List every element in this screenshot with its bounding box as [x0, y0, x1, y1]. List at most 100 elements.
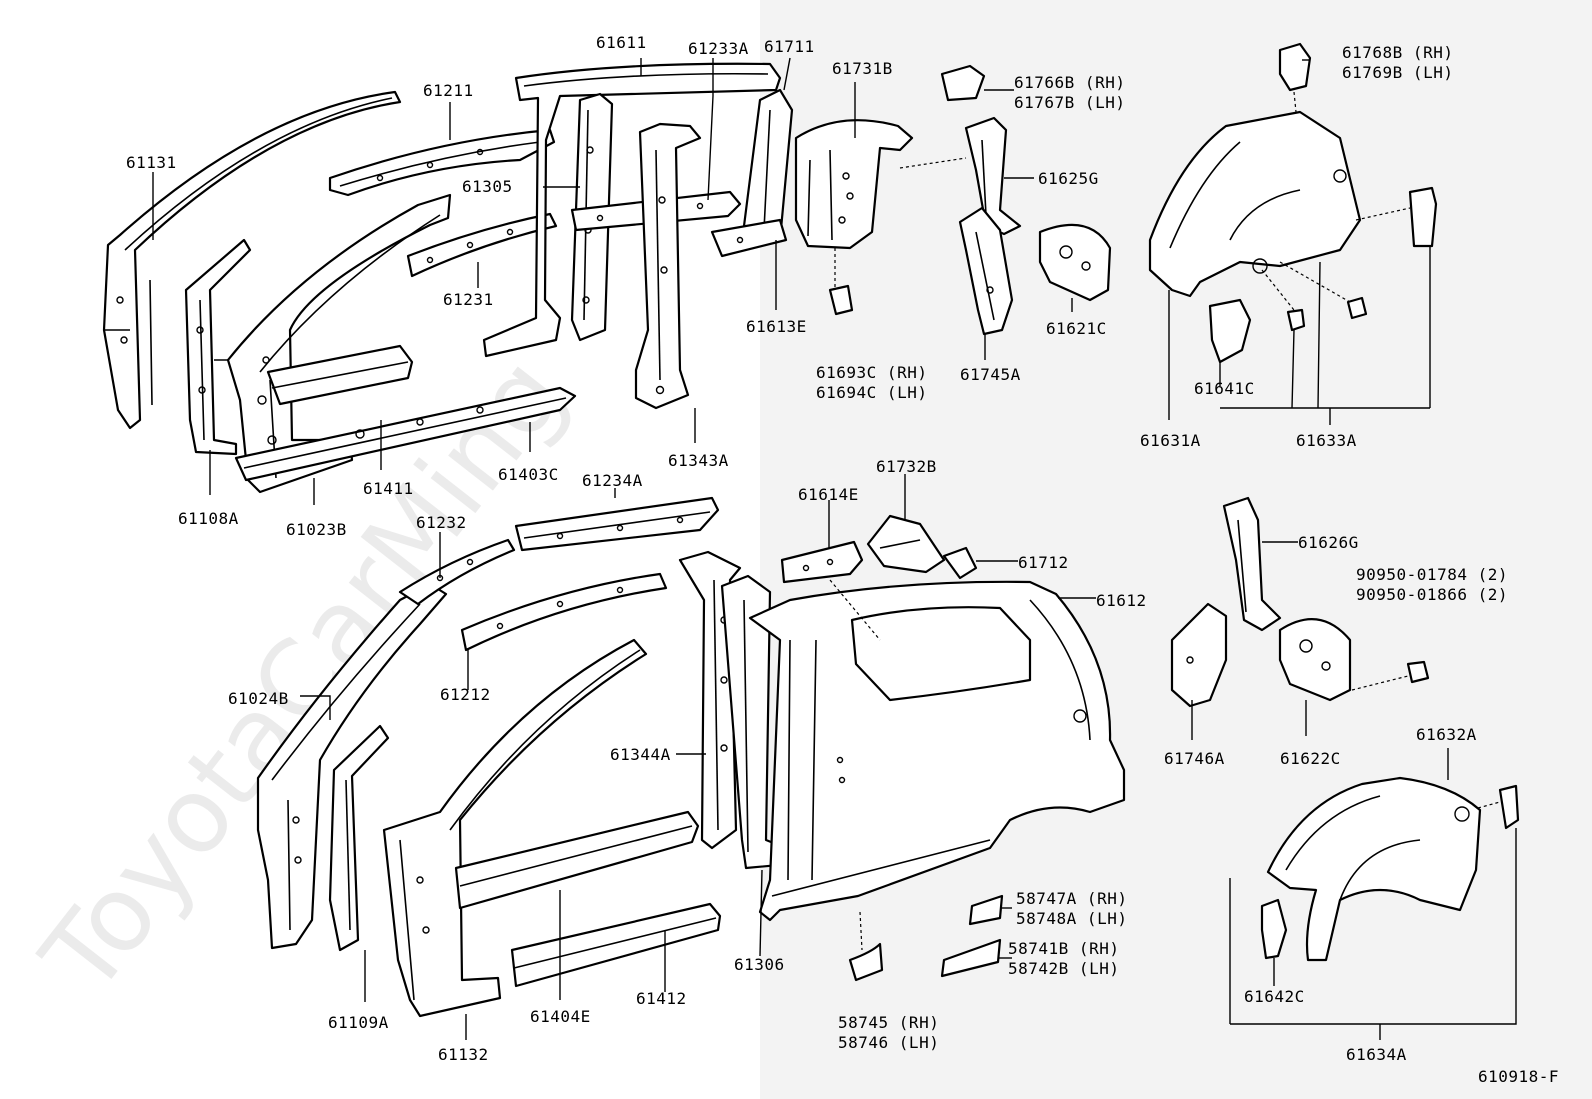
- part-61343A-center-pillar-lower[interactable]: [634, 122, 702, 410]
- label-61614E[interactable]: 61614E: [798, 485, 859, 504]
- part-61611-side-member-outer-upper[interactable]: [482, 62, 782, 358]
- label-61768B[interactable]: 61768B (RH): [1342, 43, 1453, 62]
- label-61023B[interactable]: 61023B: [286, 520, 347, 539]
- label-58741B[interactable]: 58741B (RH): [1008, 939, 1119, 958]
- label-61404E[interactable]: 61404E: [530, 1007, 591, 1026]
- part-61621C-panel[interactable]: [1038, 223, 1112, 302]
- part-61131-front-pillar-outer[interactable]: [102, 90, 402, 430]
- part-61633A-plate[interactable]: [1408, 186, 1438, 248]
- part-61024B-front-pillar-outer[interactable]: [256, 582, 448, 950]
- label-61634A[interactable]: 61634A: [1346, 1045, 1407, 1064]
- label-61306[interactable]: 61306: [734, 955, 785, 974]
- label-61632A[interactable]: 61632A: [1416, 725, 1477, 744]
- label-61693C[interactable]: 61693C (RH): [816, 363, 927, 382]
- label-61711[interactable]: 61711: [764, 37, 815, 56]
- part-90950-plug[interactable]: [1406, 660, 1430, 684]
- label-61642C[interactable]: 61642C: [1244, 987, 1305, 1006]
- part-61614E-reinforcement[interactable]: [780, 540, 864, 584]
- label-58748A[interactable]: 58748A (LH): [1016, 909, 1127, 928]
- label-61731B[interactable]: 61731B: [832, 59, 893, 78]
- part-61626G-extension[interactable]: [1222, 496, 1282, 632]
- label-61305[interactable]: 61305: [462, 177, 513, 196]
- label-61344A[interactable]: 61344A: [610, 745, 671, 764]
- label-61131[interactable]: 61131: [126, 153, 177, 172]
- part-61712-extension[interactable]: [942, 546, 978, 580]
- label-61622C[interactable]: 61622C: [1280, 749, 1341, 768]
- label-61612[interactable]: 61612: [1096, 591, 1147, 610]
- part-61212-roof-side-inner[interactable]: [460, 572, 668, 652]
- label-61631A[interactable]: 61631A: [1140, 431, 1201, 450]
- label-61769B[interactable]: 61769B (LH): [1342, 63, 1453, 82]
- part-61632A-bracket[interactable]: [1498, 784, 1520, 830]
- part-61622C-panel[interactable]: [1278, 618, 1352, 702]
- part-61746A-extension[interactable]: [1170, 602, 1228, 708]
- part-61768B-bracket[interactable]: [1278, 42, 1312, 92]
- part-61234A-roof-rail-reinf[interactable]: [514, 496, 720, 552]
- label-61231[interactable]: 61231: [443, 290, 494, 309]
- label-61641C[interactable]: 61641C: [1194, 379, 1255, 398]
- part-61231-roof-rail-reinforcement[interactable]: [406, 212, 558, 278]
- leader-61614E: [829, 579, 881, 641]
- label-61767B[interactable]: 61767B (LH): [1014, 93, 1125, 112]
- label-61024B[interactable]: 61024B: [228, 689, 289, 708]
- label-90950a[interactable]: 90950-01784 (2): [1356, 565, 1508, 584]
- label-61766B[interactable]: 61766B (RH): [1014, 73, 1125, 92]
- label-90950b[interactable]: 90950-01866 (2): [1356, 585, 1508, 604]
- part-61404E-rocker-inner[interactable]: [454, 810, 700, 910]
- part-61625G-extension[interactable]: [964, 116, 1022, 236]
- part-61211-roof-side-rail-inner[interactable]: [328, 128, 556, 197]
- part-61693C-gusset[interactable]: [828, 284, 854, 316]
- label-61233A[interactable]: 61233A: [688, 39, 749, 58]
- label-61403C[interactable]: 61403C: [498, 465, 559, 484]
- leader-61632A-bracket: [1477, 801, 1501, 809]
- label-58747A[interactable]: 58747A (RH): [1016, 889, 1127, 908]
- part-58741B-protector[interactable]: [940, 938, 1002, 978]
- label-61745A[interactable]: 61745A: [960, 365, 1021, 384]
- part-58745-mudguard[interactable]: [848, 942, 884, 982]
- label-61212[interactable]: 61212: [440, 685, 491, 704]
- label-61411[interactable]: 61411: [363, 479, 414, 498]
- label-58742B[interactable]: 58742B (LH): [1008, 959, 1119, 978]
- part-61403C-rocker-inner[interactable]: [234, 386, 577, 482]
- label-61712[interactable]: 61712: [1018, 553, 1069, 572]
- leader-90950: [1351, 675, 1409, 691]
- label-61746A[interactable]: 61746A: [1164, 749, 1225, 768]
- label-58745[interactable]: 58745 (RH): [838, 1013, 939, 1032]
- label-61109A[interactable]: 61109A: [328, 1013, 389, 1032]
- part-labels: 61611 61233A 61711 61211 61731B 61766B (…: [126, 33, 1559, 1086]
- part-61412-rocker-outer[interactable]: [510, 902, 722, 988]
- label-61626G[interactable]: 61626G: [1298, 533, 1359, 552]
- part-61109A-front-pillar-lower[interactable]: [328, 724, 390, 952]
- part-61613E-lock-pillar-reinf[interactable]: [710, 218, 788, 258]
- label-61613E[interactable]: 61613E: [746, 317, 807, 336]
- label-61211[interactable]: 61211: [423, 81, 474, 100]
- label-61412[interactable]: 61412: [636, 989, 687, 1008]
- label-61343A[interactable]: 61343A: [668, 451, 729, 470]
- label-61611[interactable]: 61611: [596, 33, 647, 52]
- part-61631A-wheel-house-outer[interactable]: [1148, 110, 1362, 298]
- label-61633A[interactable]: 61633A: [1296, 431, 1357, 450]
- label-61625G[interactable]: 61625G: [1038, 169, 1099, 188]
- part-61641C-bracket[interactable]: [1208, 298, 1252, 364]
- part-61766B-bracket[interactable]: [940, 64, 986, 102]
- part-61632A-wheel-house-inner[interactable]: [1266, 776, 1482, 962]
- part-61642C-bracket[interactable]: [1260, 898, 1288, 960]
- part-61732B-wheel-housing-inner[interactable]: [866, 514, 946, 574]
- label-61621C[interactable]: 61621C: [1046, 319, 1107, 338]
- label-61694C[interactable]: 61694C (LH): [816, 383, 927, 402]
- label-61732B[interactable]: 61732B: [876, 457, 937, 476]
- label-61132[interactable]: 61132: [438, 1045, 489, 1064]
- part-61132-front-pillar-inner[interactable]: [382, 638, 648, 1018]
- diagram-code: 610918-F: [1478, 1067, 1559, 1086]
- label-61232[interactable]: 61232: [416, 513, 467, 532]
- part-61731B-quarter-wheel-housing[interactable]: [794, 119, 914, 250]
- part-61745A-extension[interactable]: [958, 206, 1014, 336]
- part-61633A-small-pieces[interactable]: [1286, 296, 1368, 332]
- label-61234A[interactable]: 61234A: [582, 471, 643, 490]
- label-61108A[interactable]: 61108A: [178, 509, 239, 528]
- part-58747A-protector[interactable]: [968, 894, 1004, 926]
- part-61411-rocker-outer[interactable]: [266, 344, 414, 406]
- part-61612-quarter-panel-outer[interactable]: [748, 580, 1126, 922]
- label-58746[interactable]: 58746 (LH): [838, 1033, 939, 1052]
